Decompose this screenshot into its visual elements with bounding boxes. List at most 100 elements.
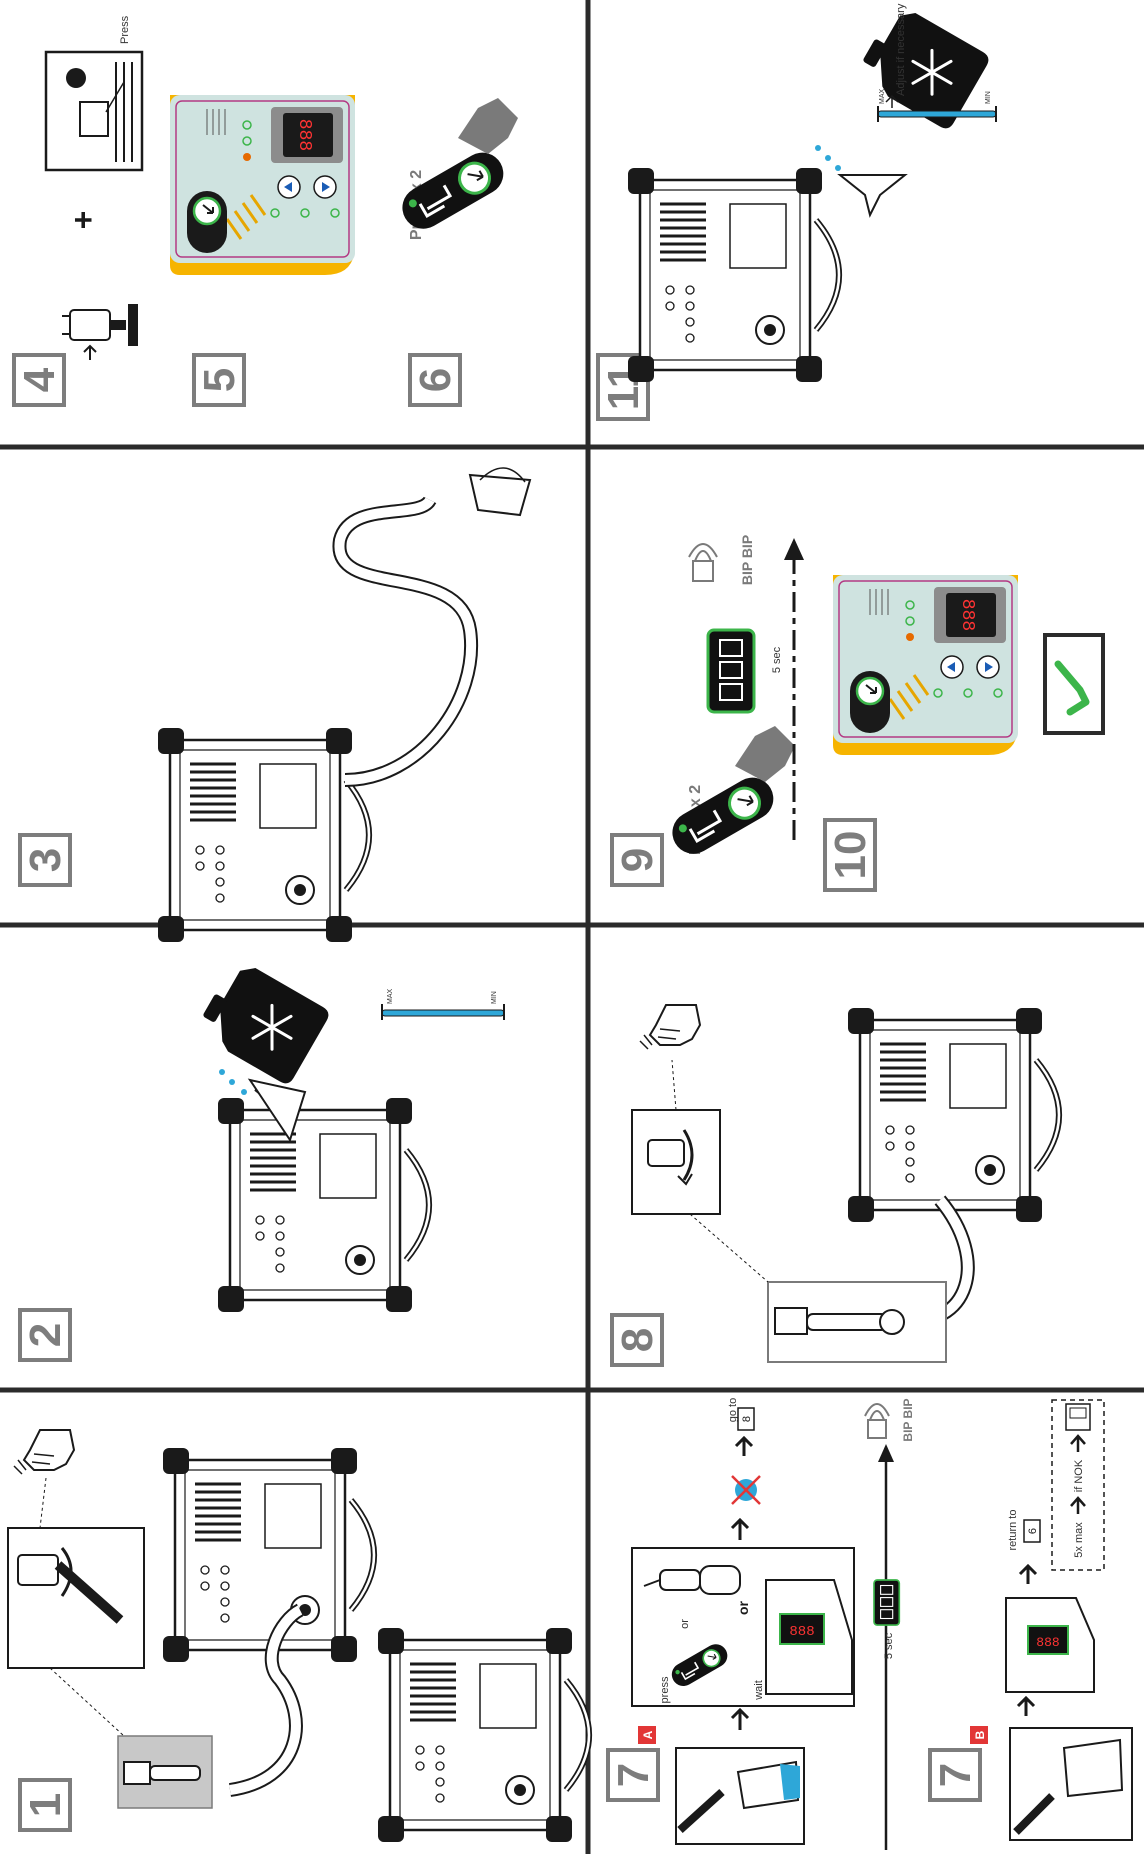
machine-drawing bbox=[628, 168, 839, 382]
connector-icon bbox=[123, 1761, 201, 1785]
or-small-label: or bbox=[679, 1619, 691, 1629]
hose-end bbox=[677, 1789, 725, 1833]
machine-display-detail: 888 bbox=[765, 1579, 853, 1695]
step-9-number-box: 9 bbox=[610, 833, 664, 887]
display-readout: 888 bbox=[789, 1624, 814, 1640]
step-3-number: 3 bbox=[21, 848, 70, 872]
beep-label: BIP BIP bbox=[901, 1398, 915, 1441]
machine-drawing bbox=[158, 728, 369, 942]
if-nok-label: if NOK bbox=[1073, 1459, 1085, 1492]
plus-sign: + bbox=[65, 211, 101, 230]
step-7a-number: 7 bbox=[609, 1763, 658, 1787]
level-gauge: MAX MIN bbox=[381, 989, 505, 1020]
led-display-icon bbox=[706, 628, 756, 714]
machine-drawing bbox=[218, 1098, 429, 1312]
rotate-arrow-icon bbox=[647, 1129, 694, 1186]
hose bbox=[332, 495, 479, 787]
rotate-detail-box bbox=[7, 1527, 145, 1669]
step-9-panel: 9 Press x 2 5 sec BIP BIP bbox=[610, 535, 804, 887]
step-7a-panel: 7 A press or or wait 888 bbox=[606, 1398, 915, 1850]
beep-label: BIP BIP bbox=[739, 535, 755, 585]
plug-icon bbox=[62, 304, 138, 360]
step-7b-number-box: 7 bbox=[928, 1748, 982, 1802]
check-icon bbox=[1043, 633, 1105, 735]
timer-label: 5 sec bbox=[771, 646, 783, 673]
step-1-number: 1 bbox=[21, 1793, 70, 1817]
step-10-number-box: 10 bbox=[823, 818, 877, 892]
machine-drawing bbox=[848, 1008, 1059, 1222]
control-panel-illustration bbox=[168, 93, 357, 277]
coolant-drops bbox=[219, 1069, 247, 1095]
step-8-panel: 8 bbox=[610, 1004, 1059, 1367]
wait-label: wait bbox=[753, 1680, 765, 1701]
step-11-panel: 11 MAX MIN Adjust if necessary bbox=[596, 0, 997, 421]
bucket-icon bbox=[736, 1760, 800, 1810]
timer-label: 5 sec bbox=[883, 1632, 895, 1659]
step-8-number-box: 8 bbox=[610, 1313, 664, 1367]
level-max-label: MAX bbox=[879, 89, 886, 105]
step-6-number: 6 bbox=[411, 368, 460, 392]
adjust-label: Adjust if necessary bbox=[895, 3, 907, 96]
jerrycan-snowflake-icon bbox=[191, 955, 334, 1089]
step-5-panel: 5 bbox=[168, 93, 357, 407]
svg-text:8: 8 bbox=[741, 1416, 753, 1422]
badge-a: A bbox=[638, 1726, 656, 1744]
goto-label: go to bbox=[727, 1398, 739, 1422]
step-3-number-box: 3 bbox=[18, 833, 72, 887]
step-2-number: 2 bbox=[21, 1323, 70, 1347]
speaker-icon bbox=[864, 1403, 890, 1439]
step-1-panel: 1 bbox=[7, 1429, 589, 1842]
svg-text:A: A bbox=[641, 1730, 655, 1739]
machine-mini-icon bbox=[1065, 1403, 1091, 1431]
coolant-drops bbox=[815, 145, 841, 171]
step-4-number: 4 bbox=[15, 367, 64, 392]
step-3-panel: 3 bbox=[18, 467, 532, 942]
hand-icon bbox=[639, 1004, 701, 1050]
level-min-label: MIN bbox=[491, 991, 498, 1004]
hand-icon bbox=[735, 726, 795, 782]
machine-drawing bbox=[163, 1448, 374, 1662]
step-5-number: 5 bbox=[195, 368, 244, 392]
connector-icon bbox=[774, 1307, 905, 1335]
coupling-icon bbox=[643, 1565, 741, 1595]
step-4-panel: 4 + Press bbox=[12, 15, 144, 407]
return-step-box: 6 bbox=[1023, 1519, 1041, 1543]
step-7b-number: 7 bbox=[931, 1763, 980, 1787]
step-10-panel: 10 bbox=[823, 573, 1105, 892]
goto-step-box: 8 bbox=[737, 1407, 755, 1431]
press-label: press bbox=[659, 1676, 671, 1703]
step-10-number: 10 bbox=[826, 831, 875, 880]
step-1-number-box: 1 bbox=[18, 1778, 72, 1832]
bucket-icon bbox=[1062, 1738, 1124, 1798]
machine-display-detail: 888 bbox=[1005, 1597, 1095, 1693]
display-readout: 888 bbox=[1036, 1635, 1059, 1650]
step-6-number-box: 6 bbox=[408, 353, 462, 407]
step-7b-panel: 7 B 888 return to 6 5x max if NOK bbox=[928, 1399, 1133, 1841]
level-min-label: MIN bbox=[985, 91, 992, 104]
retry-loop-box bbox=[1051, 1399, 1105, 1571]
hand-icon bbox=[458, 98, 518, 154]
machine-drawing bbox=[378, 1628, 589, 1842]
max-retries-label: 5x max bbox=[1073, 1522, 1085, 1558]
hose-end bbox=[1013, 1793, 1055, 1835]
step-8-number: 8 bbox=[613, 1328, 662, 1352]
press-label: Press bbox=[119, 15, 131, 44]
funnel-icon bbox=[837, 174, 908, 218]
level-max-label: MAX bbox=[387, 989, 394, 1005]
step-4-number-box: 4 bbox=[12, 353, 66, 407]
step-9-number: 9 bbox=[613, 848, 662, 872]
control-panel-illustration bbox=[831, 573, 1020, 757]
svg-text:6: 6 bbox=[1027, 1528, 1039, 1534]
power-switch-detail bbox=[44, 50, 144, 172]
svg-text:B: B bbox=[973, 1730, 987, 1739]
badge-b: B bbox=[970, 1726, 988, 1744]
level-gauge: MAX MIN bbox=[877, 89, 997, 122]
rotate-arrow-icon bbox=[17, 1547, 124, 1624]
step-6-panel: 6 Press x 2 bbox=[393, 98, 518, 407]
no-water-icon bbox=[731, 1475, 761, 1505]
step-2-number-box: 2 bbox=[18, 1308, 72, 1362]
press-button-icon bbox=[663, 768, 783, 863]
funnel-icon bbox=[247, 1078, 307, 1143]
or-big-label: or bbox=[735, 1600, 751, 1615]
